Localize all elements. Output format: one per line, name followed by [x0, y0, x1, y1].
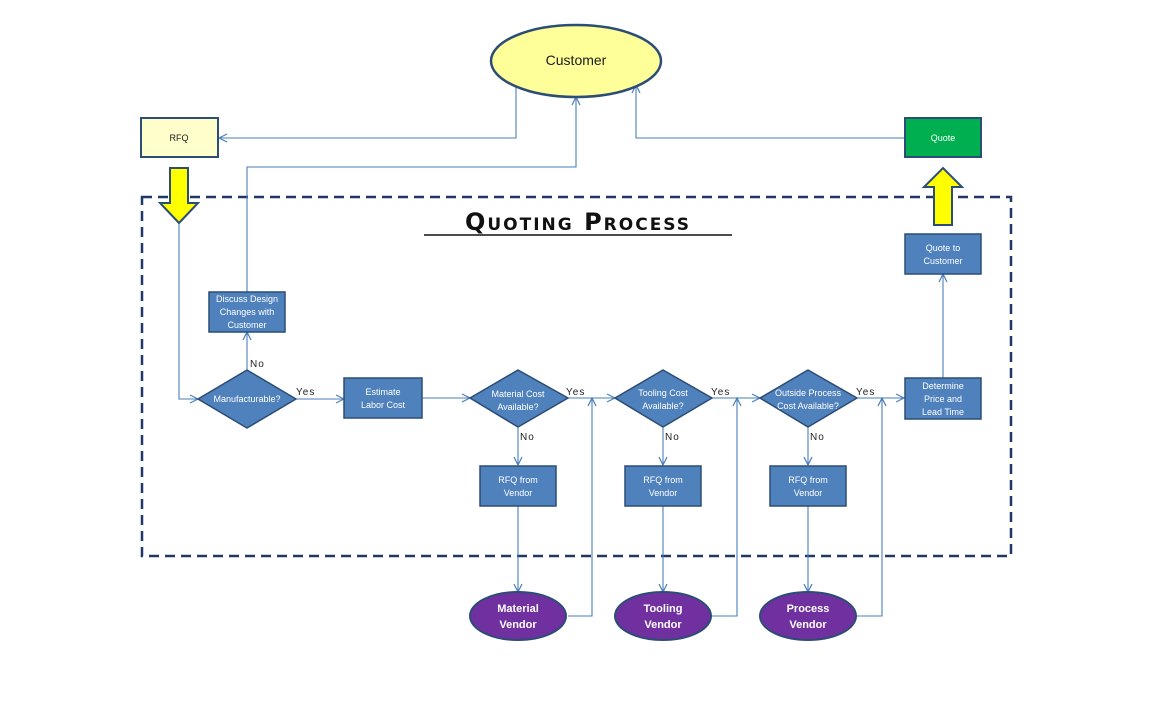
- edge-label-no-material: No: [520, 432, 535, 443]
- determine-price-node: Determine Price and Lead Time: [904, 377, 982, 420]
- connector-process-vendor-return: [857, 398, 882, 617]
- svg-text:Customer: Customer: [923, 256, 962, 266]
- svg-text:Tooling: Tooling: [644, 603, 683, 615]
- material-vendor-node: Material Vendor: [469, 591, 567, 641]
- svg-text:RFQ from: RFQ from: [643, 475, 683, 485]
- process-boundary: [140, 195, 1013, 558]
- quote-to-customer-node: Quote to Customer: [904, 233, 982, 275]
- connector-material-vendor-return: [568, 398, 592, 617]
- svg-text:Process: Process: [787, 603, 830, 615]
- svg-text:Manufacturable?: Manufacturable?: [213, 394, 280, 404]
- svg-text:Customer: Customer: [227, 320, 266, 330]
- rfq-process-vendor-node: RFQ from Vendor: [769, 465, 847, 507]
- discuss-design-node: Discuss Design Changes with Customer: [208, 291, 286, 333]
- svg-text:Cost Available?: Cost Available?: [777, 401, 839, 411]
- rfq-material-vendor-node: RFQ from Vendor: [479, 465, 557, 507]
- rfq-tooling-vendor-node: RFQ from Vendor: [624, 465, 702, 507]
- svg-text:Determine: Determine: [922, 381, 964, 391]
- quote-node: Quote: [904, 117, 982, 158]
- svg-text:RFQ: RFQ: [170, 133, 189, 143]
- svg-text:Lead Time: Lead Time: [922, 407, 964, 417]
- svg-text:Discuss Design: Discuss Design: [216, 294, 278, 304]
- process-vendor-node: Process Vendor: [759, 591, 857, 641]
- edge-label-yes-outside: Yes: [856, 387, 875, 398]
- connector-rfq-to-manufacturable: [178, 223, 198, 399]
- svg-text:Tooling Cost: Tooling Cost: [638, 388, 688, 398]
- svg-text:Material: Material: [497, 603, 539, 615]
- svg-text:Vendor: Vendor: [789, 619, 827, 631]
- diagram-title: Quoting Process: [465, 208, 691, 236]
- svg-text:Outside Process: Outside Process: [775, 388, 842, 398]
- svg-text:Quote: Quote: [931, 133, 956, 143]
- edge-label-yes-tooling: Yes: [711, 387, 730, 398]
- svg-text:Vendor: Vendor: [504, 488, 533, 498]
- connector-tooling-vendor-return: [712, 398, 737, 617]
- svg-text:Vendor: Vendor: [649, 488, 678, 498]
- rfq-node: RFQ: [140, 117, 219, 158]
- svg-text:Vendor: Vendor: [644, 619, 682, 631]
- edge-label-no-manufacturable: No: [250, 359, 265, 370]
- svg-text:Material Cost: Material Cost: [491, 389, 545, 399]
- svg-text:Available?: Available?: [642, 401, 683, 411]
- edge-label-yes-manufacturable: Yes: [296, 387, 315, 398]
- svg-text:RFQ from: RFQ from: [498, 475, 538, 485]
- customer-node: Customer: [489, 23, 663, 99]
- tooling-cost-decision: Tooling Cost Available?: [613, 369, 714, 428]
- connector-customer-to-rfq: [219, 85, 517, 138]
- connector-quote-to-customer: [636, 85, 904, 139]
- edge-label-no-outside: No: [810, 432, 825, 443]
- svg-text:RFQ from: RFQ from: [788, 475, 828, 485]
- edge-label-yes-material: Yes: [566, 387, 585, 398]
- svg-text:Changes with: Changes with: [220, 307, 275, 317]
- outside-process-decision: Outside Process Cost Available?: [758, 369, 859, 428]
- svg-text:Available?: Available?: [497, 402, 538, 412]
- svg-text:Quote to: Quote to: [926, 243, 961, 253]
- svg-text:Vendor: Vendor: [499, 619, 537, 631]
- connectors: [178, 85, 943, 617]
- svg-text:Vendor: Vendor: [794, 488, 823, 498]
- svg-text:Labor Cost: Labor Cost: [361, 400, 406, 410]
- connector-discuss-to-customer: [246, 97, 576, 292]
- quote-up-arrow-icon: [921, 166, 965, 226]
- material-cost-decision: Material Cost Available?: [468, 369, 570, 428]
- rfq-down-arrow-icon: [157, 167, 201, 225]
- svg-text:Price and: Price and: [924, 394, 962, 404]
- edge-label-no-tooling: No: [665, 432, 680, 443]
- tooling-vendor-node: Tooling Vendor: [614, 591, 712, 641]
- svg-text:Estimate: Estimate: [365, 387, 400, 397]
- manufacturable-decision: Manufacturable?: [196, 369, 298, 429]
- svg-text:Customer: Customer: [546, 52, 607, 68]
- estimate-labor-node: Estimate Labor Cost: [343, 377, 423, 419]
